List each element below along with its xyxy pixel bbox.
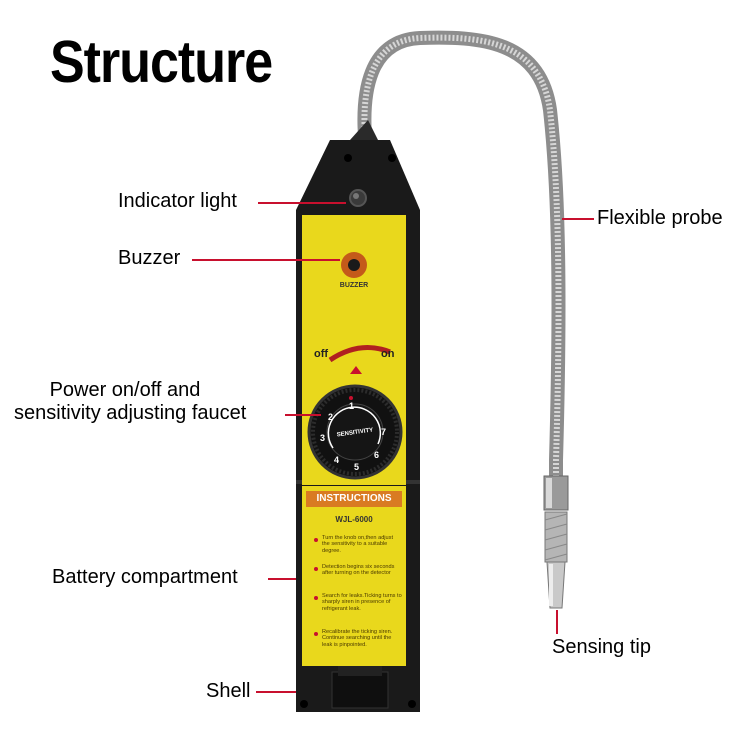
- label-flexible-probe: Flexible probe: [597, 207, 723, 229]
- dial-number: 3: [320, 433, 326, 443]
- dial-number: 5: [354, 462, 360, 472]
- instruction-step: Search for leaks.Ticking turns to sharpl…: [322, 593, 402, 612]
- leader-line: [258, 202, 346, 204]
- bullet: [314, 632, 318, 636]
- leader-line: [268, 578, 296, 580]
- on-text: on: [381, 348, 395, 360]
- buzzer-text: BUZZER: [339, 282, 369, 289]
- bullet: [314, 538, 318, 542]
- label-battery-compartment: Battery compartment: [52, 566, 238, 588]
- leader-line: [285, 414, 321, 416]
- leader-line: [562, 218, 594, 220]
- dial-number: 1: [349, 401, 355, 411]
- leader-line: [256, 691, 296, 693]
- page-title: Structure: [50, 29, 273, 96]
- leader-line: [192, 259, 340, 261]
- battery-door: [331, 671, 389, 709]
- dial-number: 7: [381, 427, 387, 437]
- dial-number: 6: [374, 450, 380, 460]
- instruction-step: Detection begins six seconds after turni…: [322, 564, 395, 577]
- label-power-line1: Power on/off and: [49, 379, 201, 401]
- label-power-line2: sensitivity adjusting faucet: [14, 402, 247, 424]
- label-sensing-tip: Sensing tip: [552, 636, 651, 658]
- bullet: [314, 567, 318, 571]
- instruction-step: Recalibrate the ticking siren. Continue …: [322, 629, 393, 648]
- instructions-panel: [302, 486, 406, 666]
- instructions-title: INSTRUCTIONS: [306, 491, 402, 507]
- instruction-step: Turn the knob on,then adjust the sensiti…: [322, 535, 394, 554]
- bullet: [314, 596, 318, 600]
- screw: [408, 700, 416, 708]
- leader-line: [556, 610, 558, 634]
- screw: [344, 154, 352, 162]
- model-number: WJL-6000: [335, 515, 373, 524]
- dial-number: 4: [334, 455, 340, 465]
- buzzer-hole: [348, 259, 360, 271]
- label-buzzer: Buzzer: [118, 247, 181, 269]
- screw: [388, 154, 396, 162]
- knob-dot: [349, 396, 353, 400]
- dial-number: 2: [328, 412, 334, 422]
- off-on-arrow: [328, 345, 391, 363]
- label-indicator-light: Indicator light: [118, 190, 237, 212]
- screw: [300, 700, 308, 708]
- off-text: off: [314, 348, 329, 360]
- label-shell: Shell: [206, 680, 251, 702]
